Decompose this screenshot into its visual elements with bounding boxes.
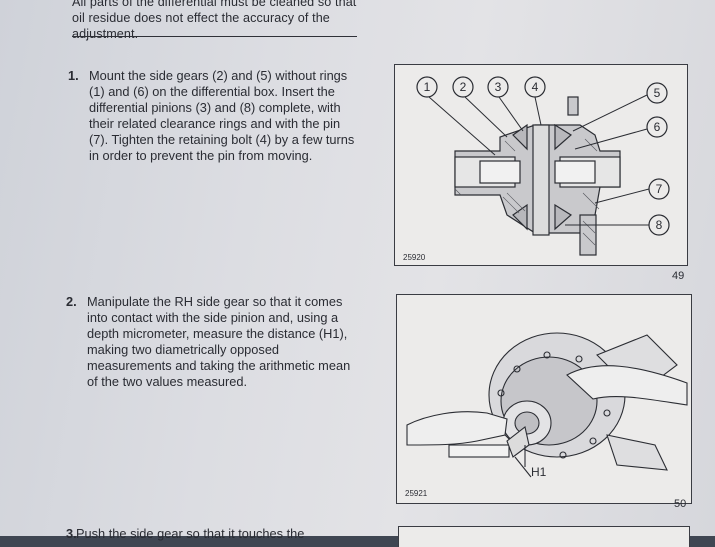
divider-rule [72,36,357,37]
step-3-text: Push the side gear so that it touches th… [76,526,305,541]
step-2-number: 2. [66,294,77,309]
callout-5 [646,82,668,104]
step-1: 1. Mount the side gears (2) and (5) with… [68,68,358,164]
callout-2-label: 2 [460,80,467,94]
figure-differential-section: 1 2 3 4 5 6 7 8 25920 [394,64,688,266]
figure-1-number: 49 [672,270,685,282]
micrometer-drawing: H1 [406,332,688,479]
callout-1-label: 1 [424,80,431,94]
figure-micrometer-measurement: H1 25921 [396,294,692,504]
callout-4-label: 4 [532,80,539,94]
h1-label: H1 [531,465,547,479]
callout-8-label: 8 [656,218,663,232]
callout-3 [487,76,509,98]
figure-3-partial [398,526,690,547]
differential-section-drawing: 1 2 3 4 5 6 7 8 [416,76,670,256]
callout-2 [452,76,474,98]
callout-1 [416,76,438,98]
step-1-text: Mount the side gears (2) and (5) without… [89,68,355,163]
step-1-number: 1. [68,68,79,83]
figure-2-code: 25921 [405,489,428,498]
step-2: 2. Manipulate the RH side gear so that i… [66,294,362,390]
step-3: 3. Push the side gear so that it touches… [66,526,366,542]
callout-3-label: 3 [495,80,502,94]
step-2-text: Manipulate the RH side gear so that it c… [87,294,351,389]
callout-6 [646,116,668,138]
figure-1-code: 25920 [403,253,426,262]
top-note: All parts of the differential must be cl… [72,0,357,41]
step-3-number: 3. [66,526,77,541]
callout-6-label: 6 [654,120,661,134]
callout-5-label: 5 [654,86,661,100]
callout-7-label: 7 [656,182,663,196]
figure-2-number: 50 [674,498,687,510]
